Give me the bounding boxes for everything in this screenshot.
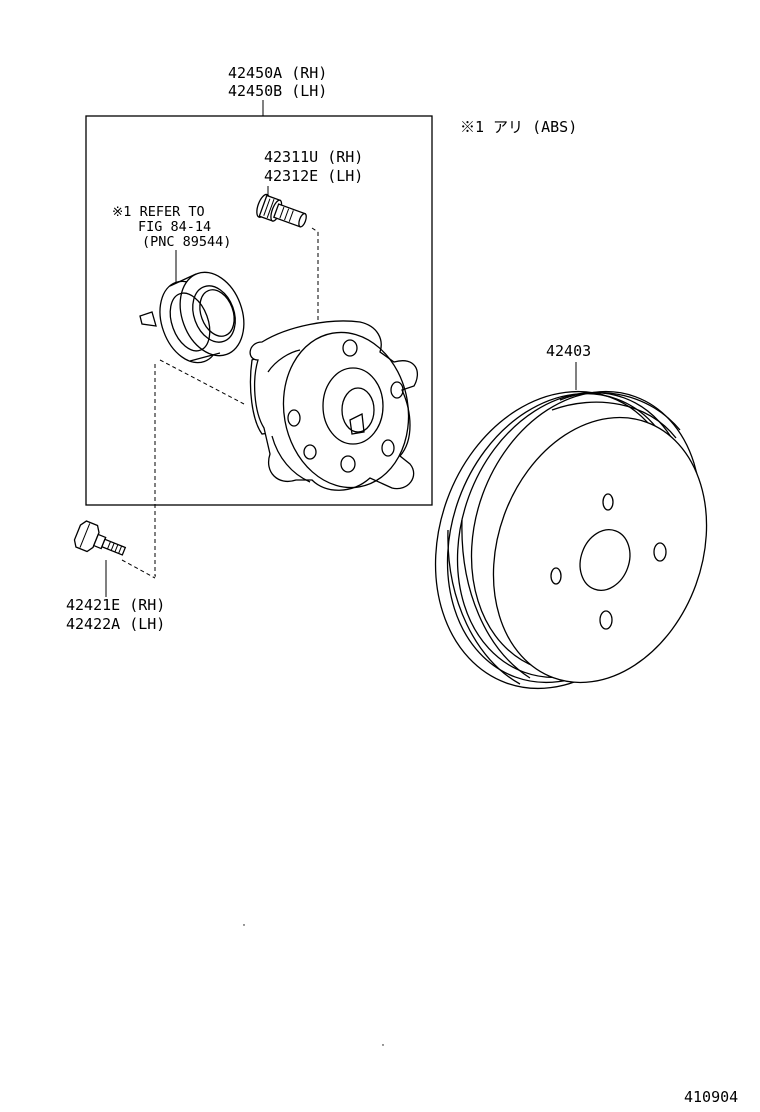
mount-bolt-dash-vertical — [154, 364, 156, 577]
brake-drum-icon[interactable] — [395, 357, 742, 723]
hub-bolt-label-lh[interactable]: 42312E (LH) — [264, 167, 363, 185]
hub-assembly-label-rh[interactable]: 42450A (RH) — [228, 64, 327, 82]
mount-bolt-icon[interactable] — [72, 520, 129, 565]
scan-dot-2 — [382, 1044, 384, 1046]
abs-note: ※1 アリ (ABS) — [460, 118, 577, 136]
mount-bolt-label-lh[interactable]: 42422A (LH) — [66, 615, 165, 633]
sensor-ring-icon[interactable] — [139, 263, 255, 371]
hub-assembly-frame — [85, 115, 433, 506]
refer-note-line1: ※1 REFER TO — [112, 204, 205, 220]
mount-bolt-label-rh[interactable]: 42421E (RH) — [66, 596, 165, 614]
refer-note-line2: FIG 84-14 — [138, 219, 211, 235]
hub-assembly-label-lh[interactable]: 42450B (LH) — [228, 82, 327, 100]
hub-bolt-label-rh[interactable]: 42311U (RH) — [264, 148, 363, 166]
axle-hub-icon[interactable] — [249, 320, 420, 498]
scan-dot-1 — [243, 924, 245, 926]
sensor-dash — [159, 359, 245, 405]
refer-note-line3: (PNC 89544) — [142, 234, 231, 250]
hub-bolt-icon[interactable] — [254, 193, 309, 233]
mount-bolt-dash-diagonal — [121, 559, 156, 579]
figure-number: 410904 — [684, 1088, 738, 1106]
brake-drum-label[interactable]: 42403 — [546, 342, 591, 360]
hub-bolt-dash-1 — [311, 227, 319, 233]
